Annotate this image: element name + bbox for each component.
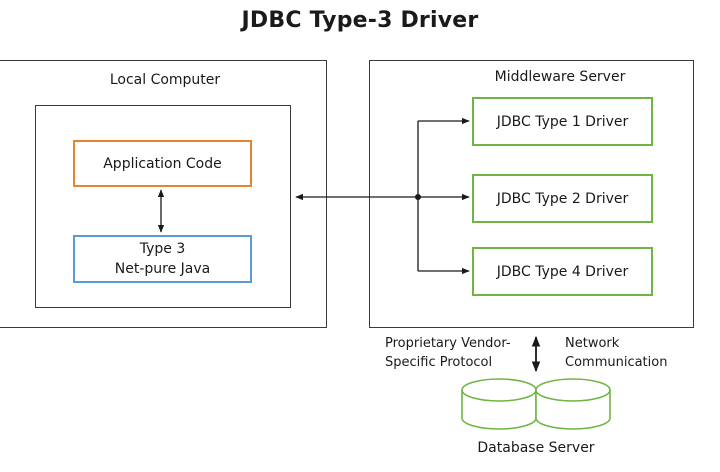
jdbc-type1-driver-box: JDBC Type 1 Driver (472, 97, 653, 146)
jdbc-type4-driver-box: JDBC Type 4 Driver (472, 247, 653, 296)
network-note-line2: Communication (565, 355, 668, 370)
type3-net-pure-java-box: Type 3 Net-pure Java (73, 235, 252, 283)
net-pure-java-label: Net-pure Java (114, 261, 211, 277)
application-code-box: Application Code (73, 140, 252, 187)
jdbc-type2-driver-box: JDBC Type 2 Driver (472, 174, 653, 223)
protocol-note: Proprietary Vendor- Specific Protocol (385, 334, 535, 372)
network-note: Network Communication (565, 334, 705, 372)
database-server-label: Database Server (477, 440, 595, 456)
diagram-title: JDBC Type-3 Driver (241, 8, 479, 33)
local-computer-label: Local Computer (109, 72, 221, 88)
middleware-server-label: Middleware Server (494, 69, 626, 85)
protocol-note-line2: Specific Protocol (385, 355, 493, 370)
protocol-note-line1: Proprietary Vendor- (385, 336, 511, 351)
database-server-icon (461, 378, 611, 430)
type3-label: Type 3 (139, 241, 186, 257)
network-note-line1: Network (565, 336, 620, 351)
